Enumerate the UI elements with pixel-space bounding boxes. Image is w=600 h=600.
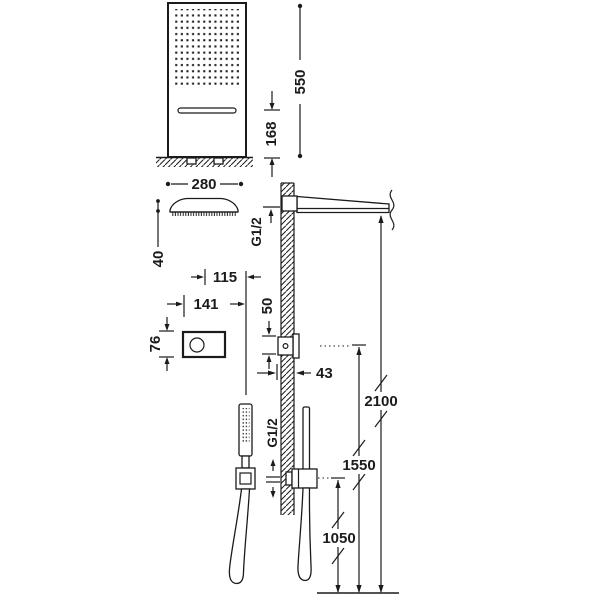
dim-2100-slash-bottom: [374, 410, 388, 428]
dim-280-dot-right: [238, 181, 244, 187]
dim-40: 40: [150, 199, 167, 267]
shower-hose-side: [297, 487, 312, 582]
dim-1050: 1050: [320, 477, 358, 593]
dim-label-50: 50: [259, 298, 276, 315]
dome-nozzle-face: [172, 211, 236, 216]
hand-shower-side-view: [285, 406, 318, 582]
outlet-port: [282, 343, 289, 350]
outlet-plate: [292, 333, 300, 359]
dim-1550-slash-bottom: [352, 473, 366, 491]
hand-shower-handle: [241, 455, 250, 469]
wall-outlet: [277, 333, 300, 359]
dim-76: 76: [147, 317, 174, 371]
dim-label-1550: 1550: [342, 457, 375, 474]
waterfall-slot: [177, 107, 237, 114]
dim-label-280: 280: [191, 176, 216, 193]
dim-label-76: 76: [147, 336, 164, 353]
dim-g12-handshower: G1/2: [265, 418, 280, 498]
shower-arm: [281, 189, 395, 231]
dim-g12-arm: G1/2: [249, 206, 280, 247]
dim-label-141: 141: [193, 296, 218, 313]
dim-label-168: 168: [263, 121, 280, 146]
dim-label-115: 115: [213, 269, 237, 286]
dim-1550: 1550: [340, 344, 378, 593]
dim-280: 280: [165, 176, 244, 193]
dim-1550-slash-top: [352, 439, 366, 457]
shower-hose-front: [228, 488, 251, 585]
dim-label-1050: 1050: [322, 530, 355, 547]
floor-hatch: [156, 156, 253, 167]
break-line: [389, 189, 395, 231]
dim-label-43: 43: [316, 365, 333, 382]
thermostatic-control: [181, 330, 227, 359]
wall-bracket: [291, 468, 318, 489]
control-knob: [189, 337, 205, 353]
panel-foot-right: [213, 157, 224, 165]
dim-280-dot-left: [165, 181, 171, 187]
dim-label-40: 40: [150, 251, 167, 268]
dim-label-2100: 2100: [364, 393, 397, 410]
dim-168: 168: [263, 91, 280, 177]
dim-1050-slash-top: [331, 511, 345, 529]
bracket-wall-knob: [285, 471, 293, 486]
dim-50: 50: [259, 298, 276, 369]
arm-body: [296, 195, 390, 214]
spray-nozzle-grid: [173, 9, 241, 85]
hand-shower-side-body: [302, 406, 311, 471]
dim-141: 141: [167, 295, 245, 317]
dim-label-g12-handshower: G1/2: [265, 418, 280, 447]
dim-115: 115: [191, 269, 261, 286]
arm-wall-flange: [281, 195, 298, 212]
hand-shower-face: [241, 408, 250, 442]
overhead-shower-side-profile: [169, 197, 239, 216]
dim-2100-slash-top: [374, 374, 388, 392]
dim-1050-slash-bottom: [331, 547, 345, 565]
dim-label-550: 550: [292, 69, 309, 94]
shower-panel-front-view: [167, 2, 247, 158]
dim-label-g12-arm: G1/2: [249, 217, 264, 246]
outlet-box: [277, 336, 294, 356]
floor-hatch-fill: [156, 158, 253, 167]
dim-550: 550: [291, 3, 309, 159]
panel-foot-left: [186, 157, 197, 165]
dim-2100: 2100: [362, 215, 400, 593]
hand-shower-holder: [235, 467, 256, 490]
holder-inner: [239, 472, 252, 485]
shower-head-dome: [169, 197, 239, 213]
hand-shower-front-view: [228, 403, 256, 585]
dim-43: 43: [257, 364, 333, 382]
